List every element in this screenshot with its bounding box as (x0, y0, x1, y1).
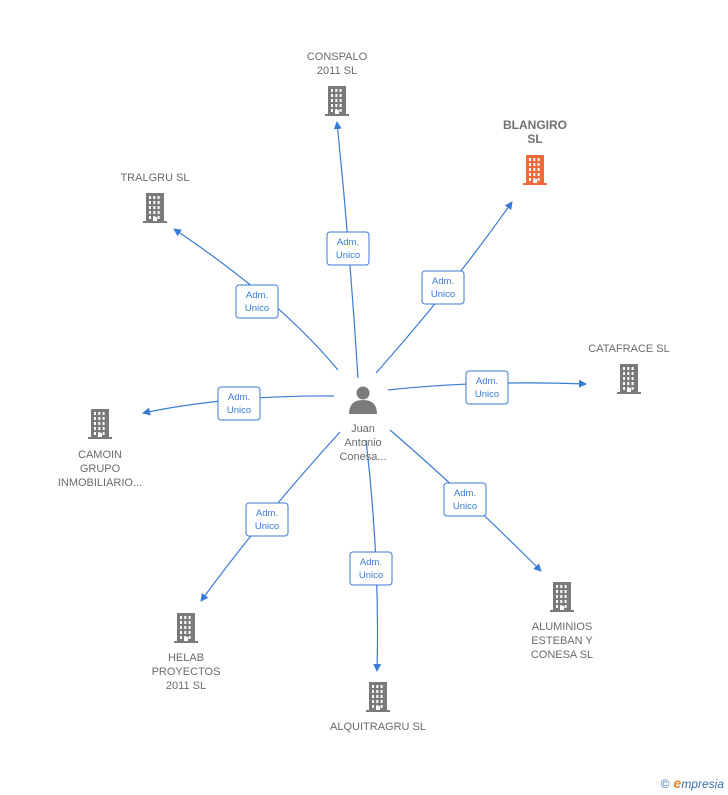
relation-badge-conspalo[interactable]: Adm. Unico (326, 231, 370, 266)
relation-label-line: Adm. (246, 290, 268, 301)
relation-label-line: Adm. (476, 376, 498, 387)
relation-label: Adm. Unico (431, 276, 455, 300)
company-name-helab-line: PROYECTOS (152, 666, 221, 678)
company-node-camoin[interactable]: CAMOIN GRUPO INMOBILIARIO... (58, 409, 142, 489)
company-node-aluminios[interactable]: ALUMINIOS ESTEBAN Y CONESA SL (531, 582, 594, 661)
company-name-alquitragru: ALQUITRAGRU SL (330, 721, 426, 733)
relation-label: Adm. Unico (475, 376, 499, 400)
relation-label-line: Unico (431, 289, 455, 300)
company-name-aluminios: ALUMINIOS ESTEBAN Y CONESA SL (531, 621, 594, 661)
relation-label-line: Unico (245, 303, 269, 314)
company-name-alquitragru-line: ALQUITRAGRU SL (330, 721, 426, 733)
company-name-camoin-line: GRUPO (80, 463, 121, 475)
relation-label-line: Unico (227, 405, 251, 416)
relation-label-line: Adm. (432, 276, 454, 287)
relation-badge-helab[interactable]: Adm. Unico (245, 502, 289, 537)
relation-badge-catafrace[interactable]: Adm. Unico (465, 370, 509, 405)
relation-label-line: Adm. (256, 508, 278, 519)
company-name-helab-line: 2011 SL (166, 680, 206, 692)
company-name-conspalo: CONSPALO 2011 SL (307, 51, 368, 77)
brand-name: mpresia (681, 777, 724, 791)
person-name-line: Conesa... (339, 451, 386, 463)
relation-label-line: Adm. (360, 557, 382, 568)
company-name-blangiro-line: BLANGIRO (503, 118, 567, 132)
relation-label-line: Adm. (228, 392, 250, 403)
company-name-tralgru-line: TRALGRU SL (120, 172, 189, 184)
company-name-helab-line: HELAB (168, 652, 204, 664)
building-icon[interactable] (143, 193, 167, 223)
company-name-tralgru: TRALGRU SL (120, 172, 189, 184)
relation-badge-alquitragru[interactable]: Adm. Unico (349, 551, 393, 586)
building-icon[interactable] (523, 155, 547, 185)
company-name-aluminios-line: CONESA SL (531, 649, 593, 661)
company-node-helab[interactable]: HELAB PROYECTOS 2011 SL (152, 613, 221, 692)
relation-label-line: Unico (359, 570, 383, 581)
company-name-blangiro-line: SL (527, 132, 542, 146)
building-icon[interactable] (617, 364, 641, 394)
relation-label: Adm. Unico (453, 488, 477, 512)
company-name-camoin-line: CAMOIN (78, 449, 122, 461)
building-icon[interactable] (550, 582, 574, 612)
company-node-catafrace[interactable]: CATAFRACE SL (588, 343, 670, 394)
relation-badge-camoin[interactable]: Adm. Unico (217, 386, 261, 421)
company-name-conspalo-line: 2011 SL (317, 65, 357, 77)
relation-label: Adm. Unico (255, 508, 279, 532)
relation-label: Adm. Unico (245, 290, 269, 314)
relation-label: Adm. Unico (227, 392, 251, 416)
person-name-line: Juan (351, 423, 375, 435)
relation-label-line: Unico (453, 501, 477, 512)
relation-label-line: Unico (255, 521, 279, 532)
person-icon (349, 386, 377, 414)
company-name-camoin: CAMOIN GRUPO INMOBILIARIO... (58, 449, 142, 489)
relation-label-line: Unico (336, 250, 360, 261)
building-icon[interactable] (88, 409, 112, 439)
building-icon[interactable] (174, 613, 198, 643)
company-name-helab: HELAB PROYECTOS 2011 SL (152, 652, 221, 692)
building-icon[interactable] (325, 86, 349, 116)
company-name-conspalo-line: CONSPALO (307, 51, 368, 63)
relation-label-line: Unico (475, 389, 499, 400)
company-node-conspalo[interactable]: CONSPALO 2011 SL (307, 51, 368, 116)
relation-badge-tralgru[interactable]: Adm. Unico (235, 284, 279, 319)
relation-label: Adm. Unico (336, 237, 360, 261)
relation-label-line: Adm. (337, 237, 359, 248)
company-name-aluminios-line: ALUMINIOS (532, 621, 593, 633)
company-name-catafrace-line: CATAFRACE SL (588, 343, 670, 355)
company-name-aluminios-line: ESTEBAN Y (531, 635, 593, 647)
brand-watermark: ©empresia (661, 775, 724, 791)
person-name-line: Antonio (344, 437, 381, 449)
company-name-catafrace: CATAFRACE SL (588, 343, 670, 355)
brand-logo-initial: e (673, 775, 682, 791)
building-icon[interactable] (366, 682, 390, 712)
edge-labels-layer: Adm.UnicoAdm.UnicoAdm.UnicoAdm.UnicoAdm.… (217, 231, 509, 586)
relation-badge-blangiro[interactable]: Adm. Unico (421, 270, 465, 305)
company-name-camoin-line: INMOBILIARIO... (58, 477, 142, 489)
company-node-alquitragru[interactable]: ALQUITRAGRU SL (330, 682, 426, 733)
copyright-symbol: © (660, 777, 670, 791)
relation-label-line: Adm. (454, 488, 476, 499)
company-node-tralgru[interactable]: TRALGRU SL (120, 172, 190, 223)
relation-label: Adm. Unico (359, 557, 383, 581)
relation-badge-aluminios[interactable]: Adm. Unico (443, 482, 487, 517)
